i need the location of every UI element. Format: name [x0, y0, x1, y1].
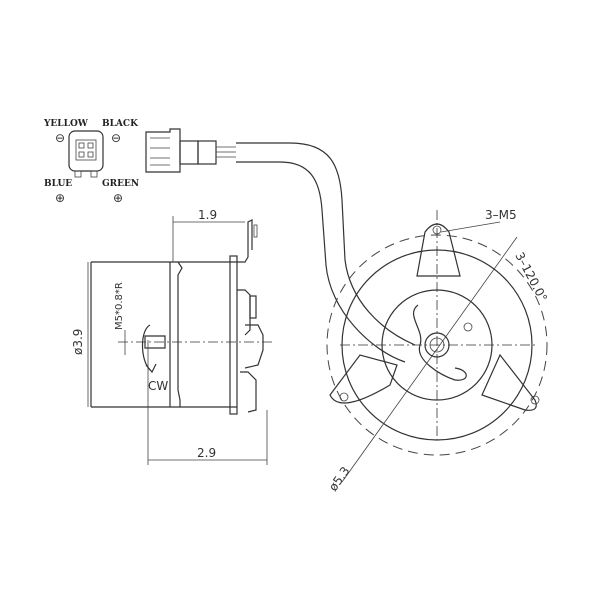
plus-icon: ⊕ [113, 191, 123, 205]
dim-depth-top: 1.9 [198, 208, 217, 222]
pin-label-green: GREEN [102, 179, 139, 189]
dim-diameter-side: ø3.9 [71, 329, 85, 355]
pin-label-black: BLACK [102, 119, 139, 129]
motor-front-view: 3–M5 3–120.0° ø5.3 [326, 208, 550, 494]
plus-icon: ⊕ [55, 191, 65, 205]
dim-bolt-circle: ø5.3 [326, 464, 353, 494]
dim-depth-bottom: 2.9 [197, 446, 216, 460]
rotation-label: CW [148, 379, 168, 393]
pin-label-blue: BLUE [44, 179, 72, 189]
connector-pinout: YELLOW BLACK ⊖ ⊖ BLUE GREEN ⊕ ⊕ [43, 119, 139, 205]
dim-shaft-thread: M5*0.8*R [114, 282, 125, 330]
minus-icon: ⊖ [111, 131, 121, 145]
dim-mount-holes: 3–M5 [485, 208, 517, 222]
connector-plug-and-cable [145, 128, 416, 363]
connector-face-icon [68, 130, 104, 172]
motor-side-view: CW 1.9 2.9 ø3.9 M5*0.8*R [71, 208, 272, 465]
pin-label-yellow: YELLOW [43, 119, 89, 129]
minus-icon: ⊖ [55, 131, 65, 145]
